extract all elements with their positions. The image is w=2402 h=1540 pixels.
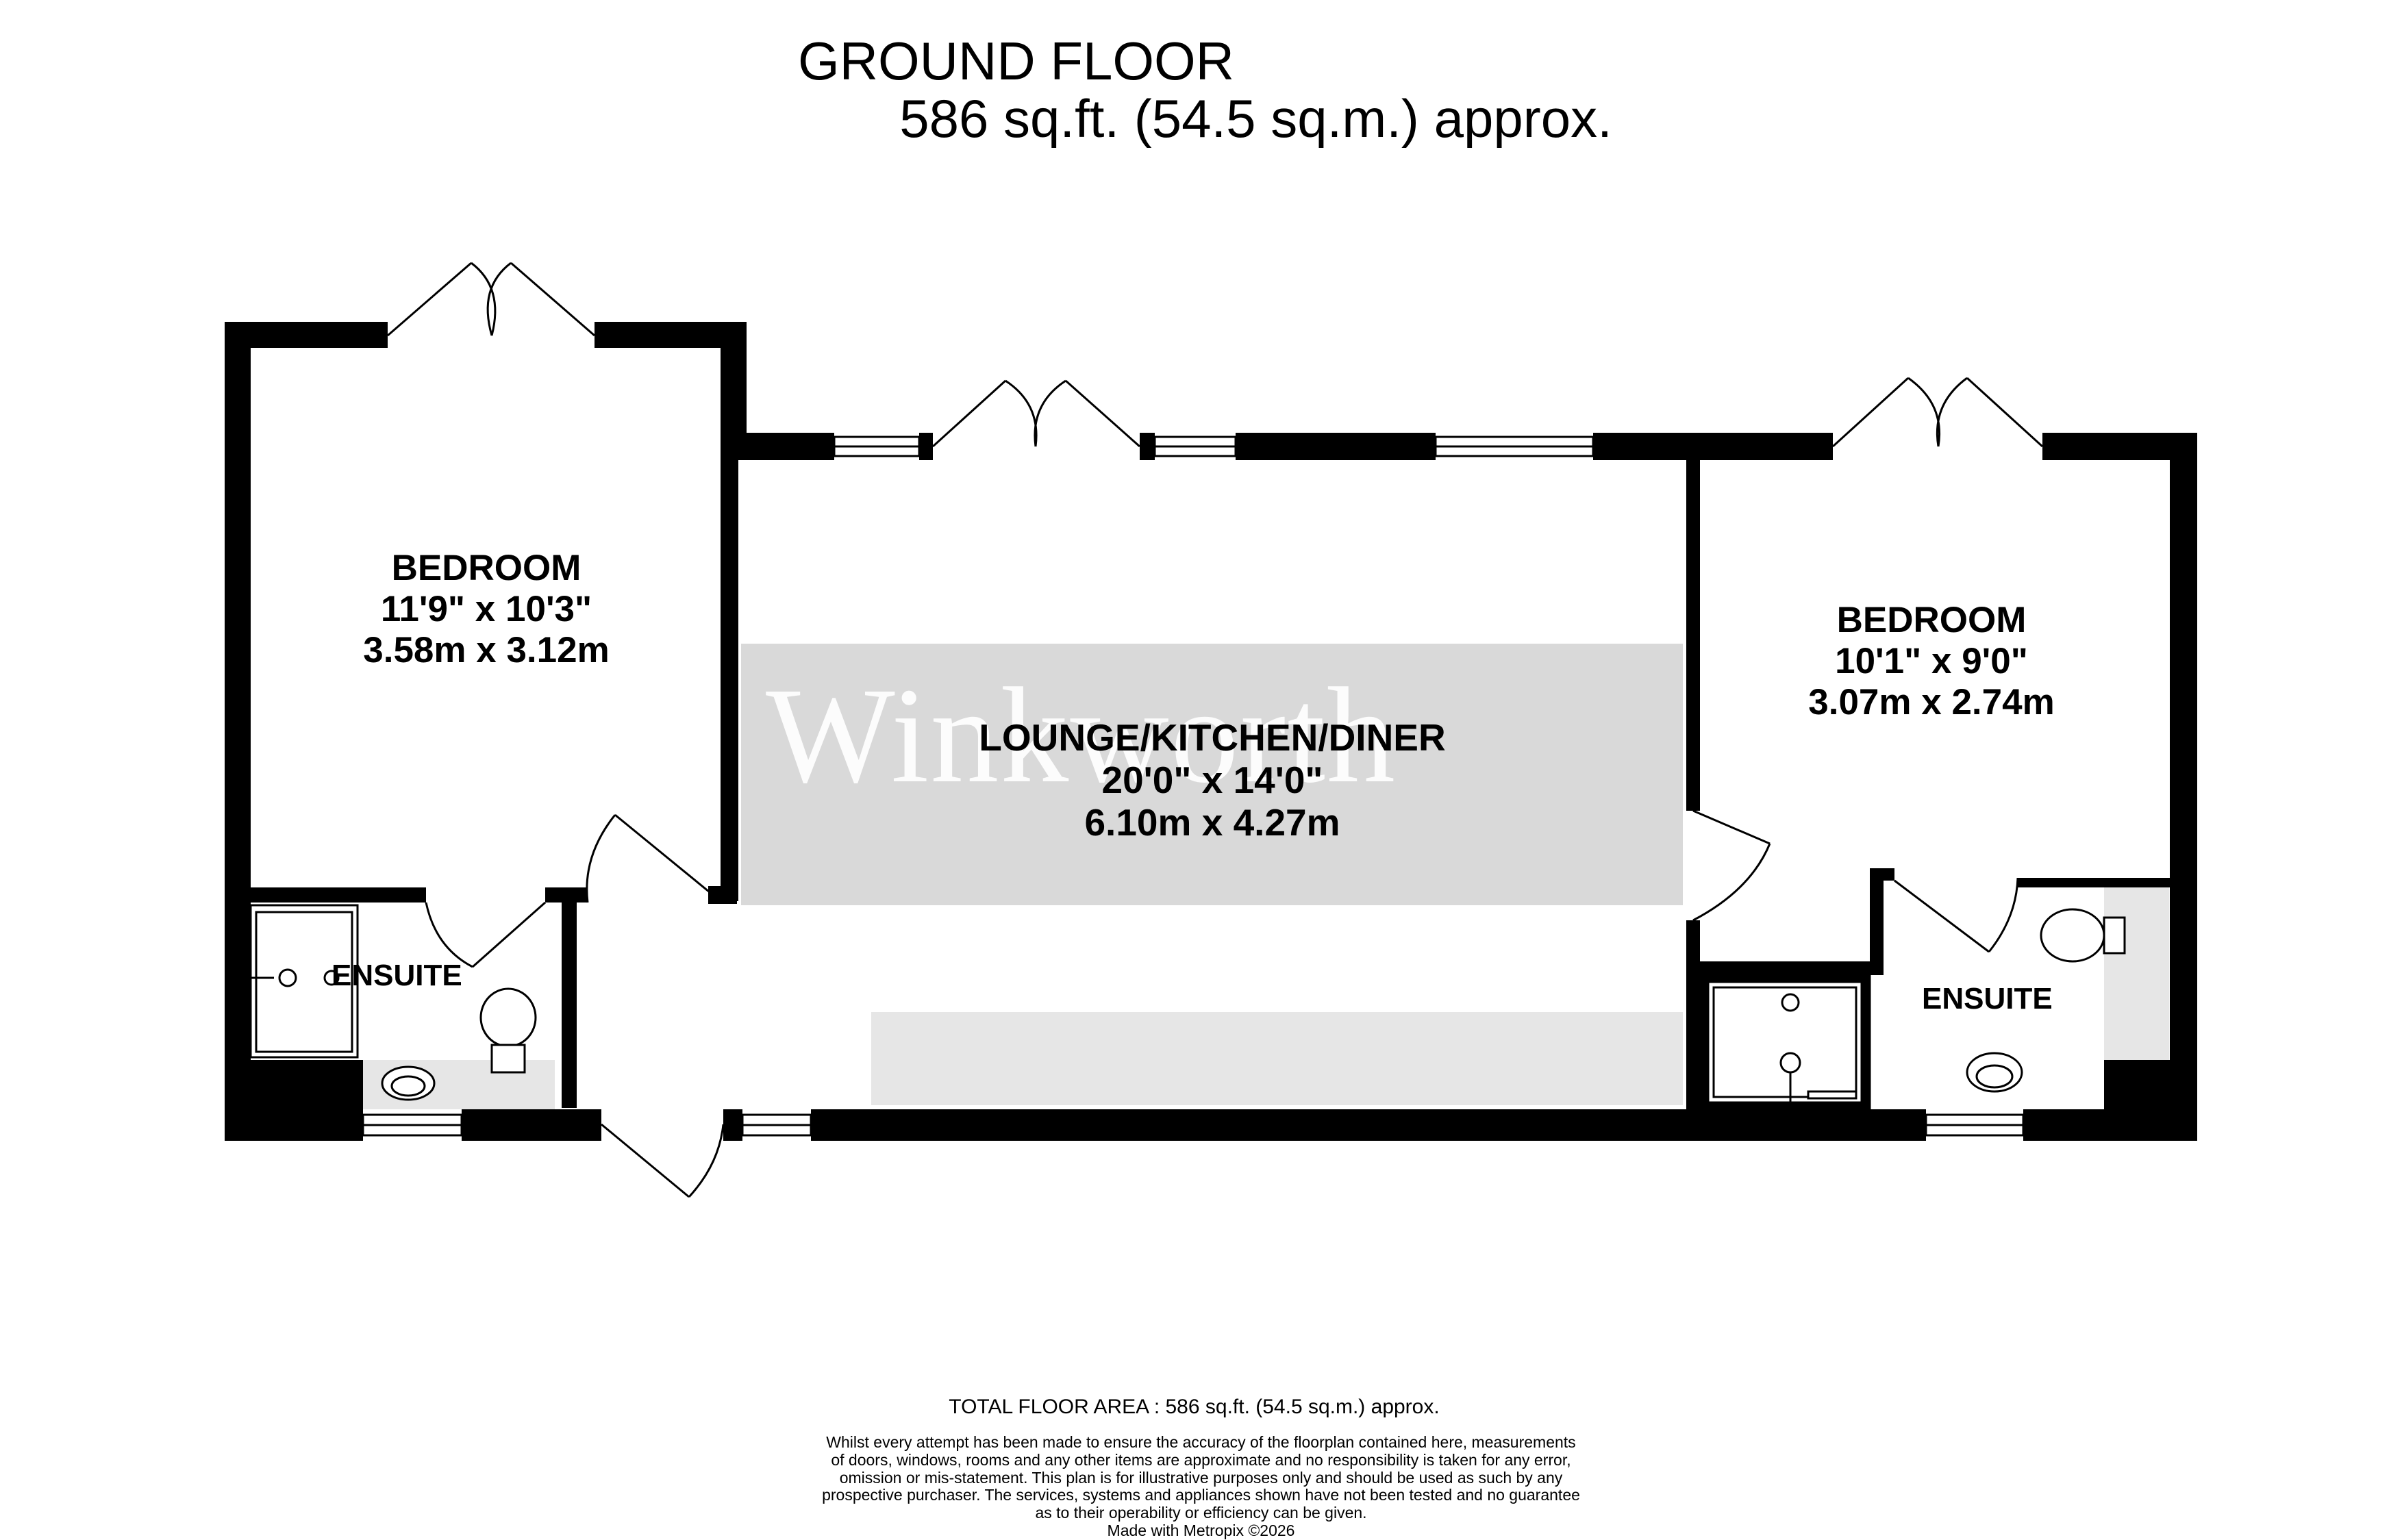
room-label-ensuite-right: ENSUITE — [1922, 982, 2053, 1015]
walls — [225, 322, 2197, 1141]
door-lounge-leaf-right — [1065, 379, 1140, 448]
room-label-bedroom-left: BEDROOM 11'9" x 10'3" 3.58m x 3.12m — [281, 548, 692, 671]
room-size-metric: 6.10m x 4.27m — [1084, 801, 1340, 844]
room-size-metric: 3.58m x 3.12m — [363, 629, 610, 670]
door-bed2-hall-leaf — [1692, 809, 1771, 845]
door-ensuite2-leaf — [1894, 879, 1990, 953]
wall-bottom-e — [1699, 1109, 1926, 1141]
shower-drain-right — [1781, 993, 1800, 1012]
toilet-right-cistern — [2103, 916, 2126, 955]
kitchen-counter — [871, 1012, 1683, 1105]
room-name: BEDROOM — [1836, 600, 2027, 640]
watermark: Winkworth — [766, 660, 1397, 811]
door-bed2-swing-right — [1936, 377, 1968, 447]
disclaimer-line: of doors, windows, rooms and any other i… — [831, 1450, 1571, 1469]
room-name: BEDROOM — [391, 548, 581, 588]
room-name: LOUNGE/KITCHEN/DINER — [979, 716, 1446, 759]
door-bed2-leaf-right — [1966, 377, 2044, 448]
door-ensuite1-swing — [425, 902, 473, 968]
wall-ensuite-left-bottom-fill — [251, 1060, 363, 1109]
wall-bottom-c — [723, 1109, 742, 1141]
made-with: Made with Metropix ©2026 — [1107, 1521, 1295, 1539]
wall-right-bedroom-left-low — [1686, 920, 1700, 1141]
room-size-metric: 3.07m x 2.74m — [1808, 681, 2055, 722]
disclaimer-line: Whilst every attempt has been made to en… — [826, 1433, 1576, 1451]
room-size-imperial: 10'1" x 9'0" — [1835, 640, 2028, 681]
wall-ensuite-right-corner — [2104, 1060, 2170, 1109]
wall-lounge-top-b — [919, 433, 933, 460]
front-door-leaf — [601, 1123, 690, 1198]
wall-left-outer — [225, 322, 251, 1141]
wall-bottom-f — [2023, 1109, 2197, 1141]
door-bed2-swing-left — [1907, 377, 1941, 447]
wall-left-bedroom-right-thin — [721, 459, 738, 901]
ensuite-right-floor — [2104, 886, 2169, 1060]
room-label-lounge: LOUNGE/KITCHEN/DINER 20'0" x 14'0" 6.10m… — [863, 716, 1562, 844]
wall-bottom-d — [811, 1109, 1712, 1141]
wall-lounge-top-a — [721, 433, 834, 460]
ensuite-right-fixtures — [1699, 908, 2126, 1111]
shower-drain-left — [278, 968, 297, 987]
sink-left-basin — [390, 1075, 426, 1097]
door-bed1-leaf-left — [387, 262, 472, 337]
toilet-right-bowl — [2040, 908, 2105, 963]
wall-right-bedroom-left — [1686, 460, 1700, 811]
room-size-imperial: 11'9" x 10'3" — [380, 588, 592, 629]
front-door-swing — [688, 1124, 725, 1198]
total-floor-area: TOTAL FLOOR AREA : 586 sq.ft. (54.5 sq.m… — [949, 1396, 1440, 1418]
door-lounge-leaf-left — [931, 379, 1007, 448]
door-ensuite1-leaf — [472, 901, 546, 968]
wall-lounge-top-c — [1140, 433, 1155, 460]
door-lounge-swing-left — [1005, 379, 1038, 447]
door-ensuite2-swing — [1988, 877, 2019, 952]
door-bed1-leaf-right — [510, 262, 595, 337]
disclaimer-line: omission or mis-statement. This plan is … — [839, 1468, 1563, 1487]
windows — [362, 436, 2025, 1137]
wall-ensuite-left-top — [251, 887, 426, 902]
shower-bar-right — [1807, 1090, 1857, 1100]
wall-right-bedroom-top-a — [1686, 433, 1833, 460]
door-bed1-swing-left — [471, 262, 497, 336]
disclaimer-line: as to their operability or efficiency ca… — [1035, 1504, 1367, 1522]
shower-head-left — [323, 970, 340, 986]
toilet-left-bowl — [479, 987, 537, 1048]
disclaimer: Whilst every attempt has been made to en… — [0, 1433, 2402, 1540]
wall-left-bedroom-top-a — [225, 322, 388, 348]
lounge-floor-area — [741, 644, 1683, 905]
wall-lounge-top-e — [1593, 433, 1700, 460]
wall-bottom-a — [225, 1109, 363, 1141]
doors — [387, 262, 2044, 1198]
wall-ensuite-left-top-b — [545, 887, 588, 902]
wall-right-outer — [2170, 433, 2197, 1141]
door-bed2-leaf-left — [1831, 377, 1910, 448]
door-bed1-hall-swing — [586, 814, 616, 903]
door-bed2-hall-swing — [1692, 843, 1771, 922]
disclaimer-line: prospective purchaser. The services, sys… — [822, 1486, 1580, 1504]
sink-right-basin — [1975, 1064, 2014, 1089]
wall-ensuite-right-left — [1870, 868, 1884, 975]
toilet-left-cistern — [490, 1044, 526, 1074]
wall-ensuite-left-right — [562, 902, 577, 1108]
door-bed1-hall-leaf — [614, 813, 721, 902]
wall-ensuite-right-top-c — [2018, 878, 2170, 887]
shower-head-right — [1779, 1052, 1801, 1074]
room-size-imperial: 20'0" x 14'0" — [1101, 759, 1323, 802]
room-label-bedroom-right: BEDROOM 10'1" x 9'0" 3.07m x 2.74m — [1726, 600, 2137, 723]
page-title: GROUND FLOOR — [797, 31, 1235, 91]
wall-lounge-top-d — [1236, 433, 1436, 460]
wall-bottom-b — [462, 1109, 601, 1141]
door-bed1-swing-right — [486, 262, 512, 336]
floor-area-subtitle: 586 sq.ft. (54.5 sq.m.) approx. — [899, 88, 1612, 149]
wall-ensuite-right-top — [1700, 961, 1884, 975]
ensuite-left-fixtures — [249, 904, 537, 1101]
room-label-ensuite-left: ENSUITE — [331, 959, 462, 992]
wall-ensuite-right-top-b — [1870, 868, 1894, 881]
door-lounge-swing-right — [1034, 379, 1066, 447]
